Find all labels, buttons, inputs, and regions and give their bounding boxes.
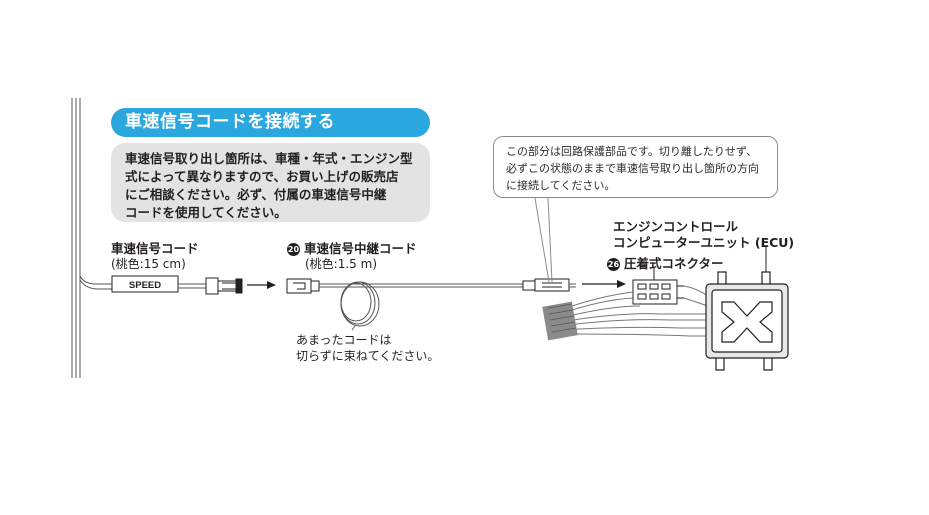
crimp-connector	[632, 279, 684, 305]
speed-cord-connector	[205, 277, 243, 295]
speed-cord-spec: (桃色:15 cm)	[111, 257, 186, 271]
harness-tape	[542, 301, 578, 341]
connect-arrow-1	[247, 281, 276, 289]
ecu-label-line1: エンジンコントロール	[613, 219, 739, 234]
crimp-connector-number-badge: 26	[607, 258, 620, 271]
ecu-label-line2: コンピューターユニット (ECU)	[613, 235, 795, 250]
relay-cord-label: 20 車速信号中継コード	[287, 238, 417, 257]
callout-leader	[534, 197, 550, 283]
vehicle-harness-lines	[71, 98, 81, 378]
ecu-unit	[705, 271, 789, 371]
caution-note: 車速信号取り出し箇所は、車種・年式・エンジン型 式によって異なりますので、お買い…	[111, 143, 430, 222]
coil-note-line: 切らずに束ねてください。	[296, 349, 440, 363]
relay-cord-label-text: 車速信号中継コード	[304, 241, 417, 256]
crimp-connector-label-text: 圧着式コネクター	[624, 256, 724, 271]
callout-line: に接続してください。	[506, 179, 616, 192]
circuit-protection-part	[522, 278, 570, 292]
note-line: にご相談ください。必ず、付属の車速信号中継	[125, 187, 387, 202]
note-line: コードを使用してください。	[125, 205, 287, 220]
note-line: 車速信号取り出し箇所は、車種・年式・エンジン型	[125, 151, 413, 166]
protection-part-callout: この部分は回路保護部品です。切り離したりせず、 必ずこの状態のままで車速信号取り…	[493, 136, 778, 198]
callout-line: 必ずこの状態のままで車速信号取り出し箇所の方向	[506, 162, 759, 175]
crimp-connector-label: 26 圧着式コネクター	[607, 253, 724, 272]
connect-arrow-2	[582, 280, 626, 288]
relay-cord-number-badge: 20	[287, 243, 300, 256]
callout-line: この部分は回路保護部品です。切り離したりせず、	[506, 145, 758, 158]
speed-cord-branch	[79, 275, 112, 285]
speed-tag-text: SPEED	[129, 280, 161, 291]
coil-note-line: あまったコードは	[296, 333, 392, 347]
speed-cord-label: 車速信号コード	[111, 241, 199, 256]
note-line: 式によって異なりますので、お買い上げの販売店	[125, 169, 399, 184]
section-title: 車速信号コードを接続する	[111, 108, 430, 137]
coiled-cord	[340, 281, 380, 327]
relay-cord-spec: (桃色:1.5 m)	[305, 257, 377, 271]
relay-cord-connector	[286, 278, 320, 294]
